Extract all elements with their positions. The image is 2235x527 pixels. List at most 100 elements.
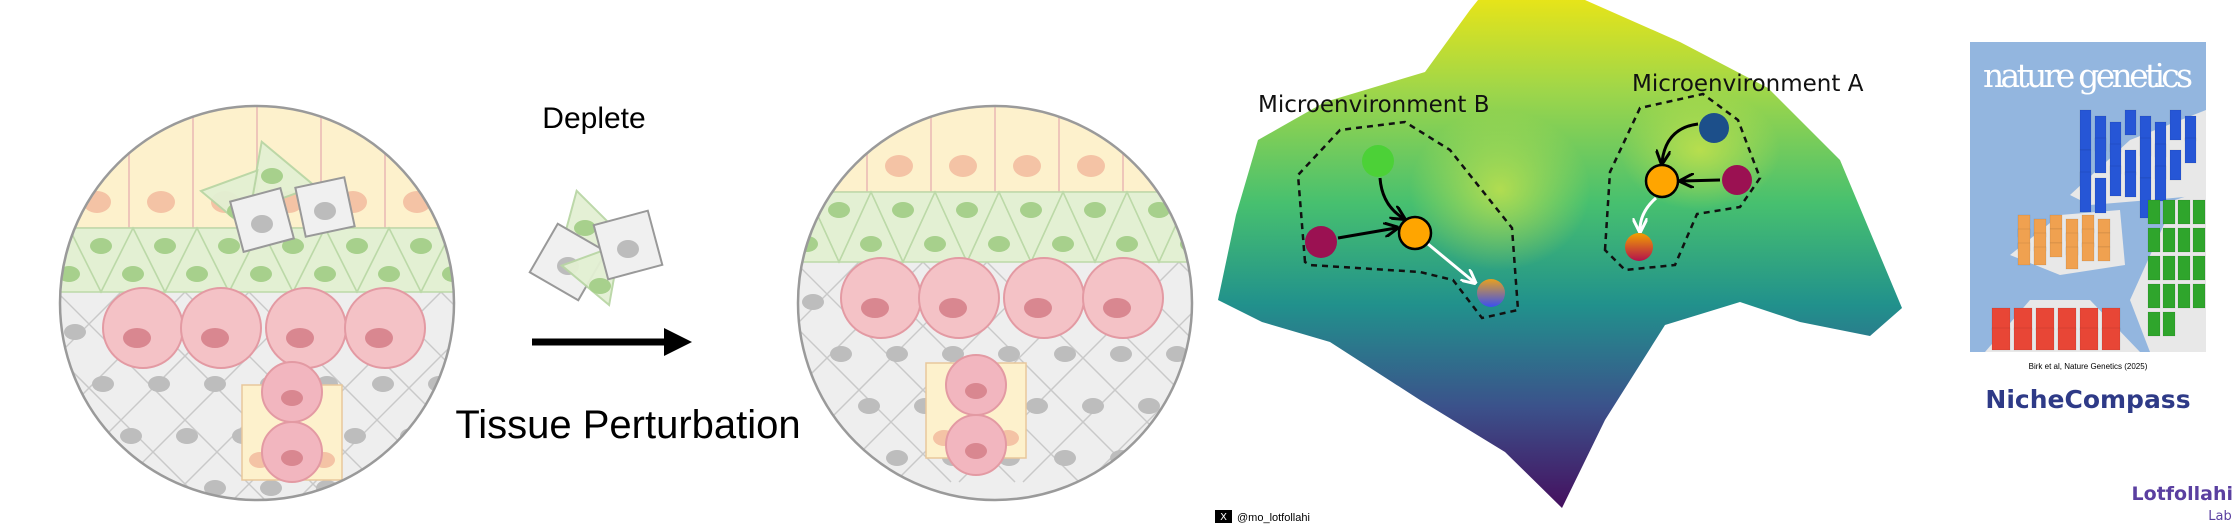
arrow-orange-to-gradient xyxy=(1427,242,1474,282)
gray-nucleus xyxy=(1026,398,1048,414)
tissue-after-outline xyxy=(796,104,1194,502)
gray-nucleus xyxy=(148,480,170,496)
social-handle[interactable]: X @mo_lotfollahi xyxy=(1215,510,1310,524)
green-nucleus xyxy=(1212,202,1234,218)
cover-building xyxy=(2192,255,2206,281)
pink-cell xyxy=(344,287,426,369)
cover-building xyxy=(2177,283,2191,309)
green-nucleus xyxy=(1116,236,1138,252)
node-orange xyxy=(1397,215,1433,251)
cover-building xyxy=(2013,327,2033,351)
gray-nucleus xyxy=(1054,346,1076,362)
green-nucleus xyxy=(956,202,978,218)
arrow-maroon-to-orange xyxy=(1337,228,1396,240)
lab-logo-suffix: Lab xyxy=(2208,509,2231,524)
cover-building xyxy=(2094,177,2107,214)
green-nucleus xyxy=(154,238,176,254)
gray-nucleus xyxy=(1054,450,1076,466)
cover-building xyxy=(2097,232,2111,248)
cover-building xyxy=(2049,214,2063,230)
cover-building xyxy=(2097,218,2111,234)
microenv-b-boundary xyxy=(1296,120,1520,320)
gray-nucleus xyxy=(344,428,366,444)
green-nucleus xyxy=(282,238,304,254)
gray-nucleus xyxy=(314,202,336,220)
gray-nucleus xyxy=(204,480,226,496)
yellow-nucleus xyxy=(1205,155,1233,177)
pink-cell xyxy=(840,257,922,339)
cover-city-illustration xyxy=(1985,109,2206,352)
gray-nucleus xyxy=(886,450,908,466)
microenv-a-label: Microenvironment A xyxy=(1632,71,1864,97)
cover-building xyxy=(2094,137,2107,174)
cover-building xyxy=(2013,307,2033,331)
depleted-cells-group xyxy=(528,188,664,307)
gray-nucleus xyxy=(1222,450,1244,466)
cover-building xyxy=(2147,227,2161,253)
landscape-highlight xyxy=(1620,90,1780,210)
journal-cover: nature genetics xyxy=(1970,42,2206,352)
gray-nucleus xyxy=(260,480,282,496)
cover-building xyxy=(2162,227,2176,253)
tissue-perturbation-label: Tissue Perturbation xyxy=(455,403,800,447)
yellow-nucleus xyxy=(949,155,977,177)
gray-nucleus xyxy=(830,346,852,362)
cover-building xyxy=(2101,327,2121,351)
cover-building xyxy=(2079,327,2099,351)
yellow-cell xyxy=(1186,106,1192,193)
lattice-line xyxy=(1086,261,1192,483)
arrow-maroon-to-orange xyxy=(1682,180,1721,181)
pink-cell xyxy=(1003,257,1085,339)
lattice-line xyxy=(60,291,214,500)
green-nucleus xyxy=(474,238,496,254)
gray-nucleus xyxy=(802,398,824,414)
cover-building xyxy=(2035,327,2055,351)
green-nucleus xyxy=(1148,202,1170,218)
gray-nucleus xyxy=(1082,398,1104,414)
microenv-a-boundary xyxy=(1603,92,1762,272)
lattice-line xyxy=(475,262,695,482)
pink-nucleus xyxy=(965,383,987,399)
node-green xyxy=(1362,145,1394,177)
green-nucleus xyxy=(122,266,144,282)
lattice-line xyxy=(505,292,725,512)
gray-nucleus xyxy=(484,376,506,392)
tissue-before-outline xyxy=(58,104,456,502)
gray-nucleus xyxy=(92,376,114,392)
gray-nucleus xyxy=(942,346,964,362)
cover-building xyxy=(2192,227,2206,253)
gray-nucleus xyxy=(372,376,394,392)
lattice-line xyxy=(541,292,761,512)
deplete-label: Deplete xyxy=(542,102,645,135)
green-nucleus xyxy=(410,238,432,254)
gray-nucleus xyxy=(802,294,824,310)
cover-building xyxy=(2169,109,2182,141)
green-nucleus xyxy=(860,236,882,252)
yellow-nucleus xyxy=(1077,155,1105,177)
citation: Birk et al, Nature Genetics (2025) xyxy=(2029,362,2148,371)
lattice-line xyxy=(477,292,697,512)
lattice-line xyxy=(0,292,57,512)
cover-building xyxy=(2079,307,2099,331)
cover-building xyxy=(2192,283,2206,309)
green-cell xyxy=(451,227,454,294)
gray-nucleus xyxy=(1166,346,1188,362)
cover-building xyxy=(2124,109,2137,136)
gray-nucleus xyxy=(830,450,852,466)
cover-building xyxy=(2147,311,2161,337)
node-maroon xyxy=(1722,165,1752,195)
cover-building xyxy=(2162,311,2176,337)
green-nucleus xyxy=(186,266,208,282)
node-gradient xyxy=(1477,279,1505,307)
cover-building xyxy=(2154,165,2167,202)
gray-nucleus xyxy=(120,428,142,444)
gray-nucleus xyxy=(484,480,506,496)
gray-nucleus xyxy=(204,376,226,392)
green-nucleus xyxy=(574,220,596,236)
cover-building xyxy=(2162,199,2176,225)
tissue-after xyxy=(475,106,1244,500)
cover-building xyxy=(1991,327,2011,351)
green-nucleus xyxy=(892,202,914,218)
cover-building xyxy=(2065,246,2079,270)
pink-cell xyxy=(265,287,347,369)
